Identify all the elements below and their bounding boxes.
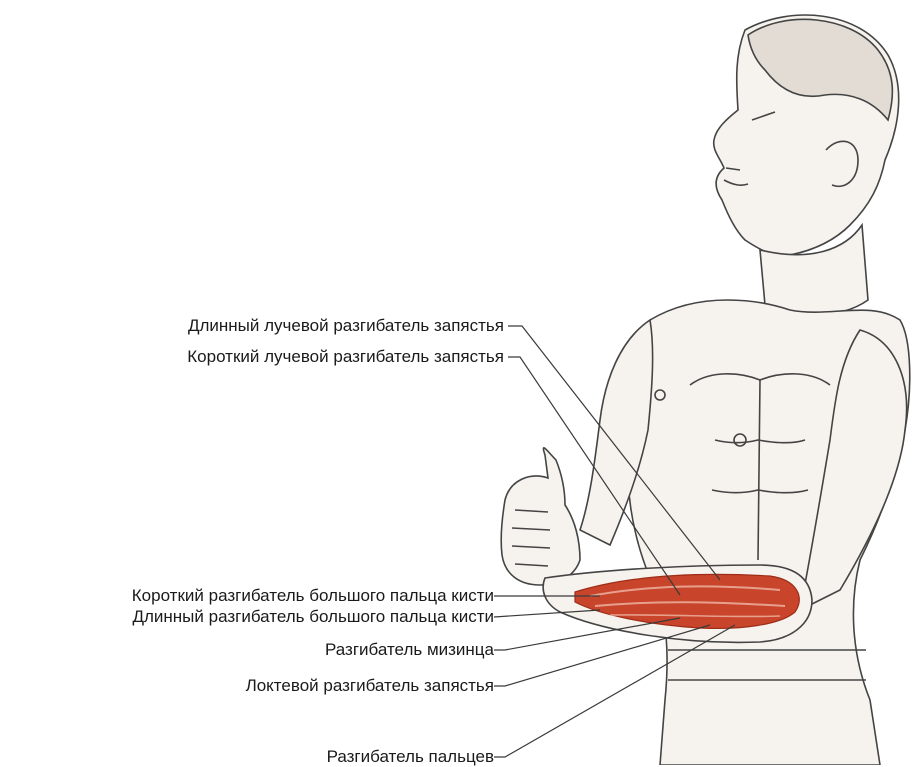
label-ed: Разгибатель пальцев <box>327 747 494 767</box>
label-edm: Разгибатель мизинца <box>325 640 494 660</box>
label-ecrb: Короткий лучевой разгибатель запястья <box>187 347 504 367</box>
label-epb: Короткий разгибатель большого пальца кис… <box>132 586 494 606</box>
fist <box>501 448 580 585</box>
head <box>714 15 899 256</box>
label-ecu: Локтевой разгибатель запястья <box>246 676 494 696</box>
label-ecrl: Длинный лучевой разгибатель запястья <box>188 316 504 336</box>
label-epl: Длинный разгибатель большого пальца кист… <box>132 607 494 627</box>
